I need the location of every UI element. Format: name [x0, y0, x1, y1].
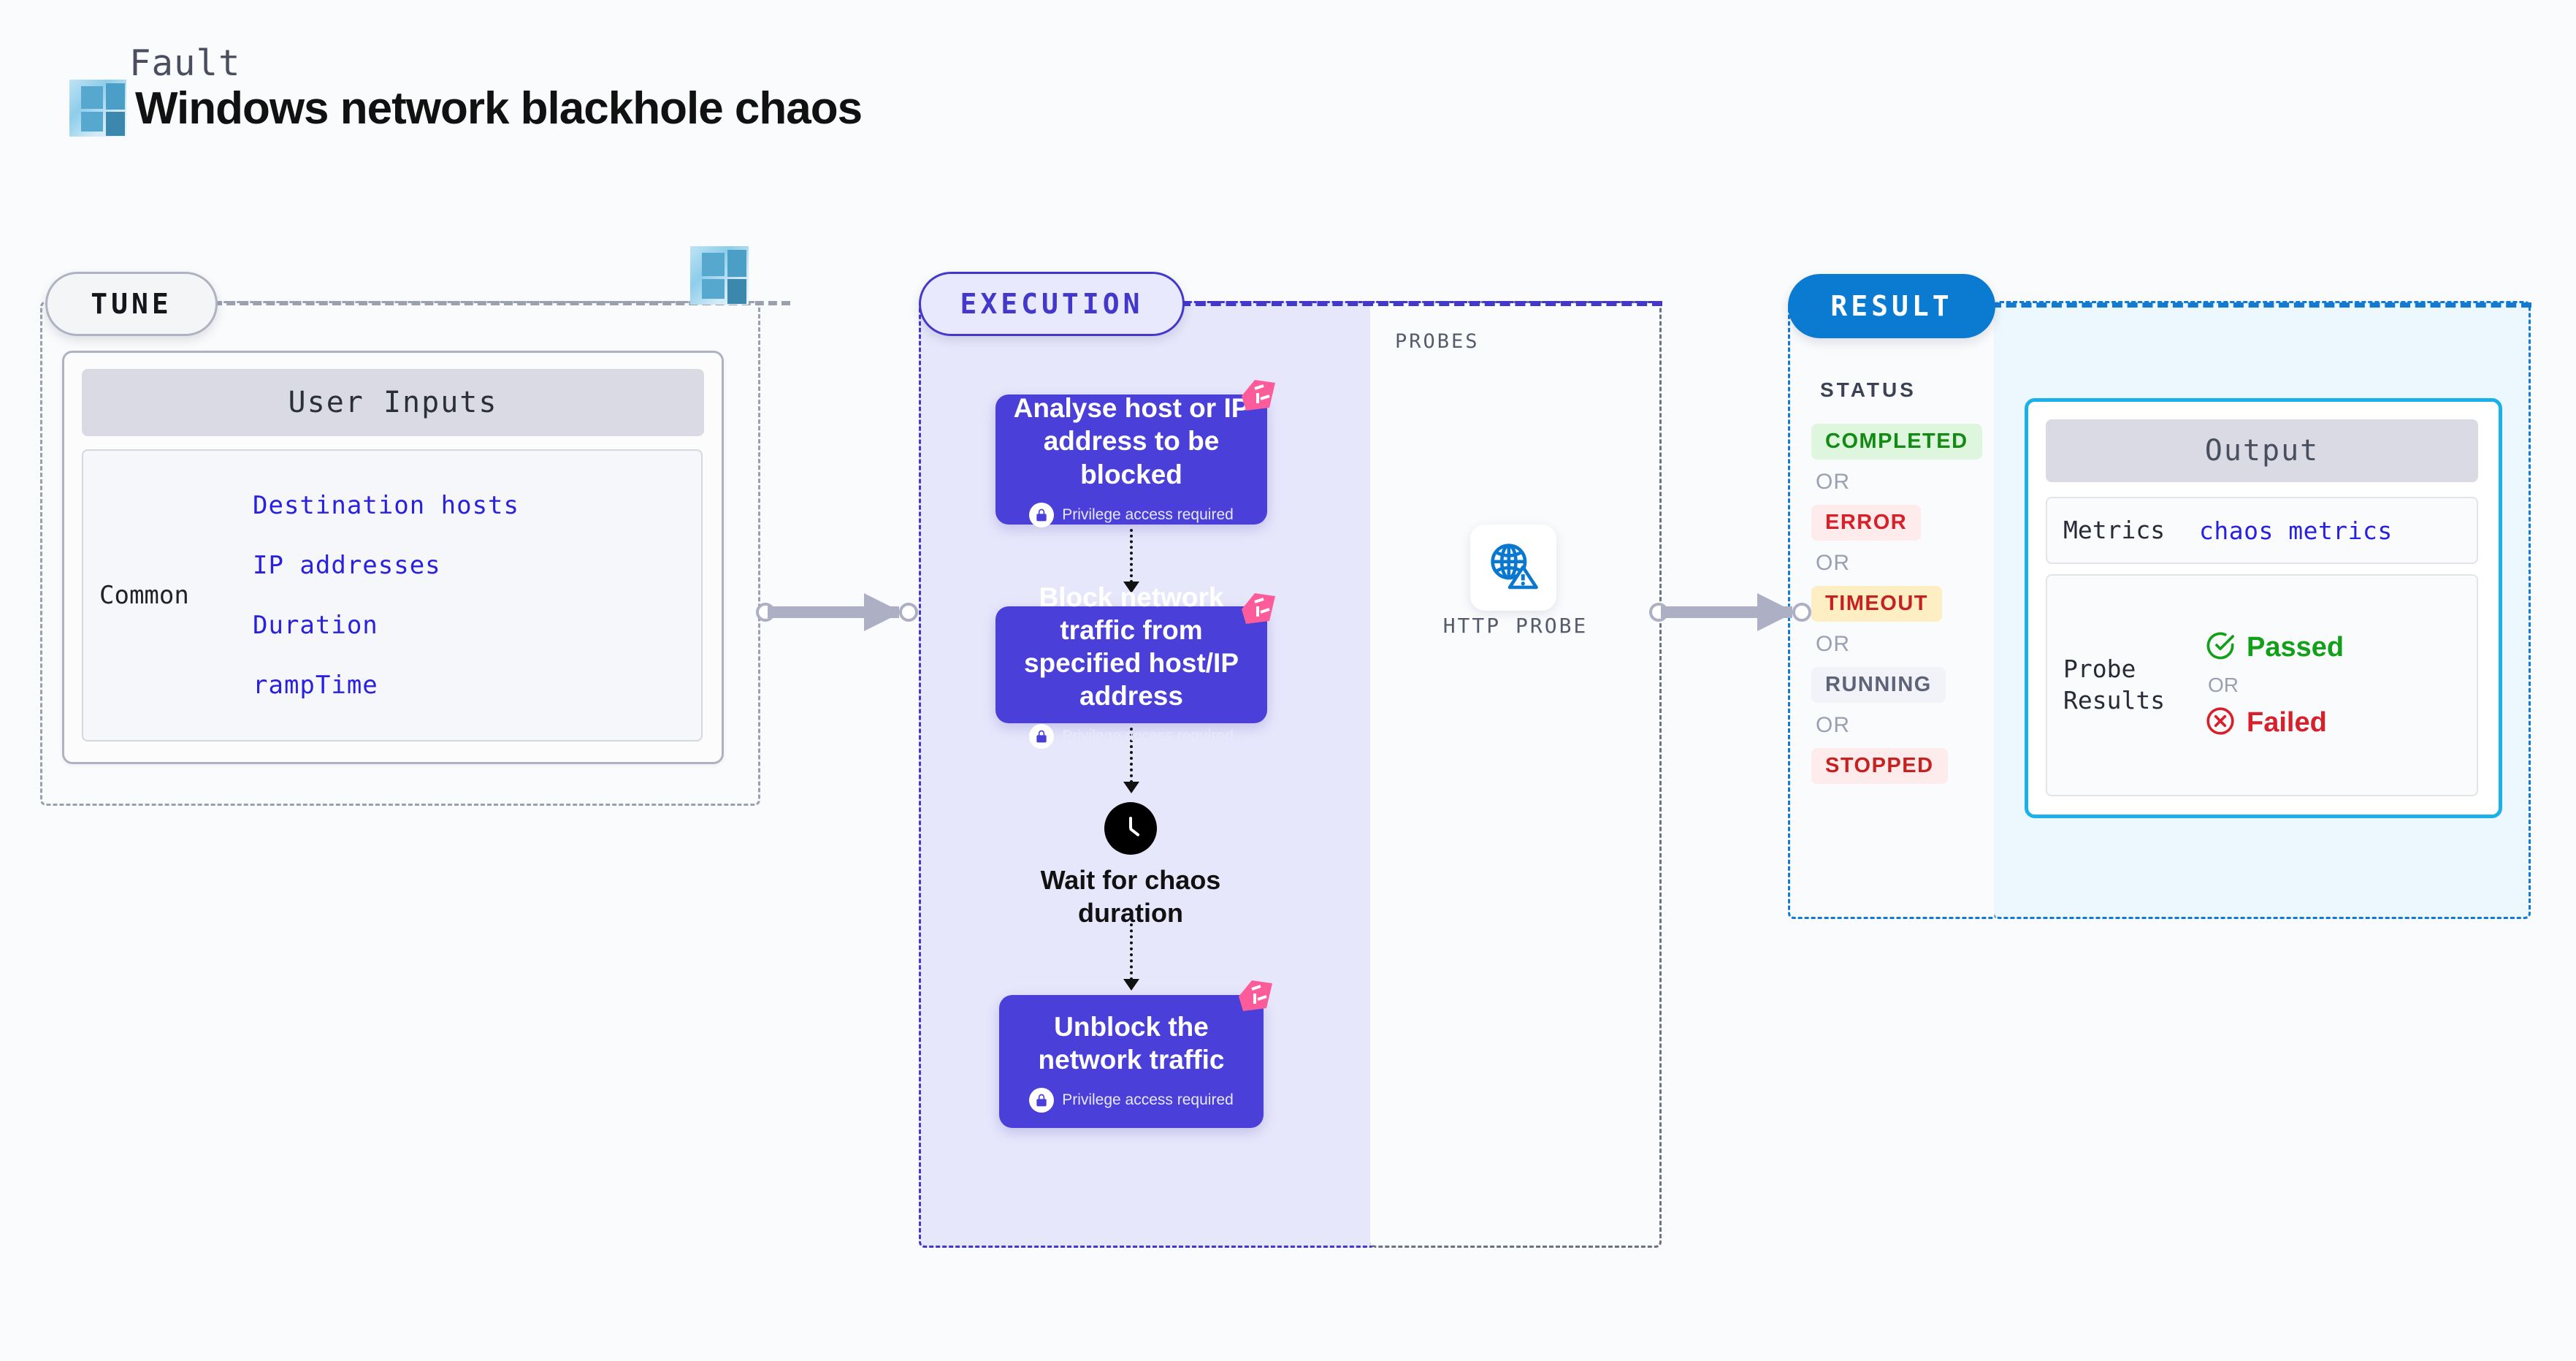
wait-for-chaos-duration-label: Wait for chaos duration [1040, 865, 1221, 928]
execution-connector-line [1180, 301, 1662, 306]
output-row-probe-results: Probe Results Passed OR Failed [2046, 574, 2478, 796]
privilege-text: Privilege access required [1062, 728, 1234, 745]
windows-logo-icon [690, 246, 749, 305]
execution-step-block-traffic[interactable]: Block network traffic from specified hos… [995, 582, 1267, 750]
tune-param-ip-addresses[interactable]: IP addresses [253, 551, 441, 580]
windows-pane-br [106, 112, 125, 136]
output-header: Output [2046, 419, 2478, 482]
or-separator: OR [1816, 632, 1850, 656]
tune-card: User Inputs Common Destination hosts IP … [62, 351, 724, 764]
tune-group-label: Common [99, 581, 189, 610]
probe-result-failed: Failed [2205, 706, 2344, 740]
flow-arrow-line [1130, 529, 1133, 583]
privilege-text: Privilege access required [1062, 506, 1234, 523]
result-section-pill[interactable]: RESULT [1788, 274, 1995, 338]
tune-param-destination-hosts[interactable]: Destination hosts [253, 491, 519, 520]
output-key-metrics: Metrics [2063, 515, 2166, 544]
status-badge-error: ERROR [1811, 505, 1922, 541]
probe-failed-label: Failed [2247, 707, 2327, 738]
arrow-right-icon [1649, 593, 1813, 631]
probes-section-label: PROBES [1395, 330, 1480, 353]
tune-param-list: Destination hosts IP addresses Duration … [253, 491, 519, 700]
probe-passed-label: Passed [2247, 632, 2344, 663]
windows-pane-bl [702, 279, 725, 299]
status-badge-timeout: TIMEOUT [1811, 586, 1942, 622]
privilege-text: Privilege access required [1062, 1091, 1234, 1109]
or-separator: OR [1816, 470, 1850, 494]
windows-pane-br [727, 279, 746, 304]
check-circle-icon [2205, 630, 2236, 665]
user-inputs-header: User Inputs [82, 369, 704, 436]
windows-logo-icon [69, 80, 126, 137]
output-key-probe-results: Probe Results [2063, 655, 2166, 714]
lock-icon [1029, 1088, 1055, 1113]
windows-pane-tr [727, 250, 746, 277]
status-list: COMPLETED OR ERROR OR TIMEOUT OR RUNNING… [1811, 424, 2001, 784]
http-probe-label: HTTP PROBE [1442, 614, 1589, 638]
windows-pane-tl [702, 253, 725, 276]
http-probe-card[interactable] [1470, 525, 1556, 611]
flow-arrow-head [1123, 582, 1139, 593]
execution-step-title: Block network traffic from specified hos… [1023, 582, 1239, 712]
privilege-note: Privilege access required [1029, 502, 1234, 527]
privilege-note: Privilege access required [1029, 724, 1234, 750]
tune-connector-line [213, 301, 790, 305]
litmus-chaos-badge-icon [1239, 378, 1277, 412]
fault-kicker-label: Fault [129, 42, 241, 84]
x-circle-icon [2205, 706, 2236, 740]
windows-pane-bl [81, 112, 103, 131]
windows-pane-tl [81, 86, 103, 109]
probe-result-passed: Passed [2205, 630, 2344, 665]
execution-step-analyse[interactable]: Analyse host or IP address to be blocked… [995, 393, 1267, 527]
tune-param-ramptime[interactable]: rampTime [253, 671, 378, 700]
litmus-chaos-badge-icon [1239, 592, 1277, 625]
page-header: Fault Windows network blackhole chaos [69, 42, 863, 137]
output-row-metrics: Metrics chaos metrics [2046, 497, 2478, 564]
lock-icon [1029, 724, 1055, 750]
tune-param-duration[interactable]: Duration [253, 611, 378, 640]
arrow-head [864, 593, 902, 631]
probes-section-frame [1370, 301, 1662, 1248]
execution-section-pill[interactable]: EXECUTION [919, 272, 1185, 336]
flow-arrow-line [1130, 728, 1133, 783]
flow-arrow-line [1130, 923, 1133, 980]
arrow-right-icon [756, 593, 920, 631]
arrow-end-dot [899, 603, 918, 622]
lock-icon [1029, 502, 1055, 527]
execution-step-title: Analyse host or IP address to be blocked [1013, 393, 1250, 489]
arrow-end-dot [1792, 603, 1811, 622]
clock-hour-hand [1129, 817, 1132, 829]
clock-icon [1104, 802, 1157, 855]
flow-arrow-head [1123, 782, 1139, 793]
or-separator: OR [1816, 551, 1850, 575]
execution-step-title: Unblock the network traffic [1038, 1011, 1225, 1075]
page-title: Windows network blackhole chaos [135, 83, 863, 134]
output-card: Output Metrics chaos metrics Probe Resul… [2025, 398, 2502, 818]
probe-result-values: Passed OR Failed [2205, 630, 2344, 740]
windows-pane-tr [106, 83, 125, 110]
privilege-note: Privilege access required [1029, 1088, 1234, 1113]
or-separator: OR [2208, 674, 2239, 696]
flow-arrow-head [1123, 979, 1139, 991]
litmus-chaos-badge-icon [1236, 979, 1274, 1013]
status-badge-completed: COMPLETED [1811, 424, 1982, 460]
globe-warning-icon [1486, 539, 1540, 597]
clock-minute-hand [1128, 827, 1140, 837]
result-connector-line [1991, 302, 2531, 308]
output-value-chaos-metrics[interactable]: chaos metrics [2199, 516, 2393, 545]
execution-step-unblock-traffic[interactable]: Unblock the network traffic Privilege ac… [999, 995, 1264, 1128]
arrow-head [1757, 593, 1795, 631]
status-badge-stopped: STOPPED [1811, 748, 1948, 784]
status-label: STATUS [1820, 378, 1916, 401]
user-inputs-body: Common Destination hosts IP addresses Du… [82, 449, 703, 742]
tune-section-pill[interactable]: TUNE [45, 272, 218, 336]
or-separator: OR [1816, 713, 1850, 737]
status-badge-running: RUNNING [1811, 667, 1946, 703]
